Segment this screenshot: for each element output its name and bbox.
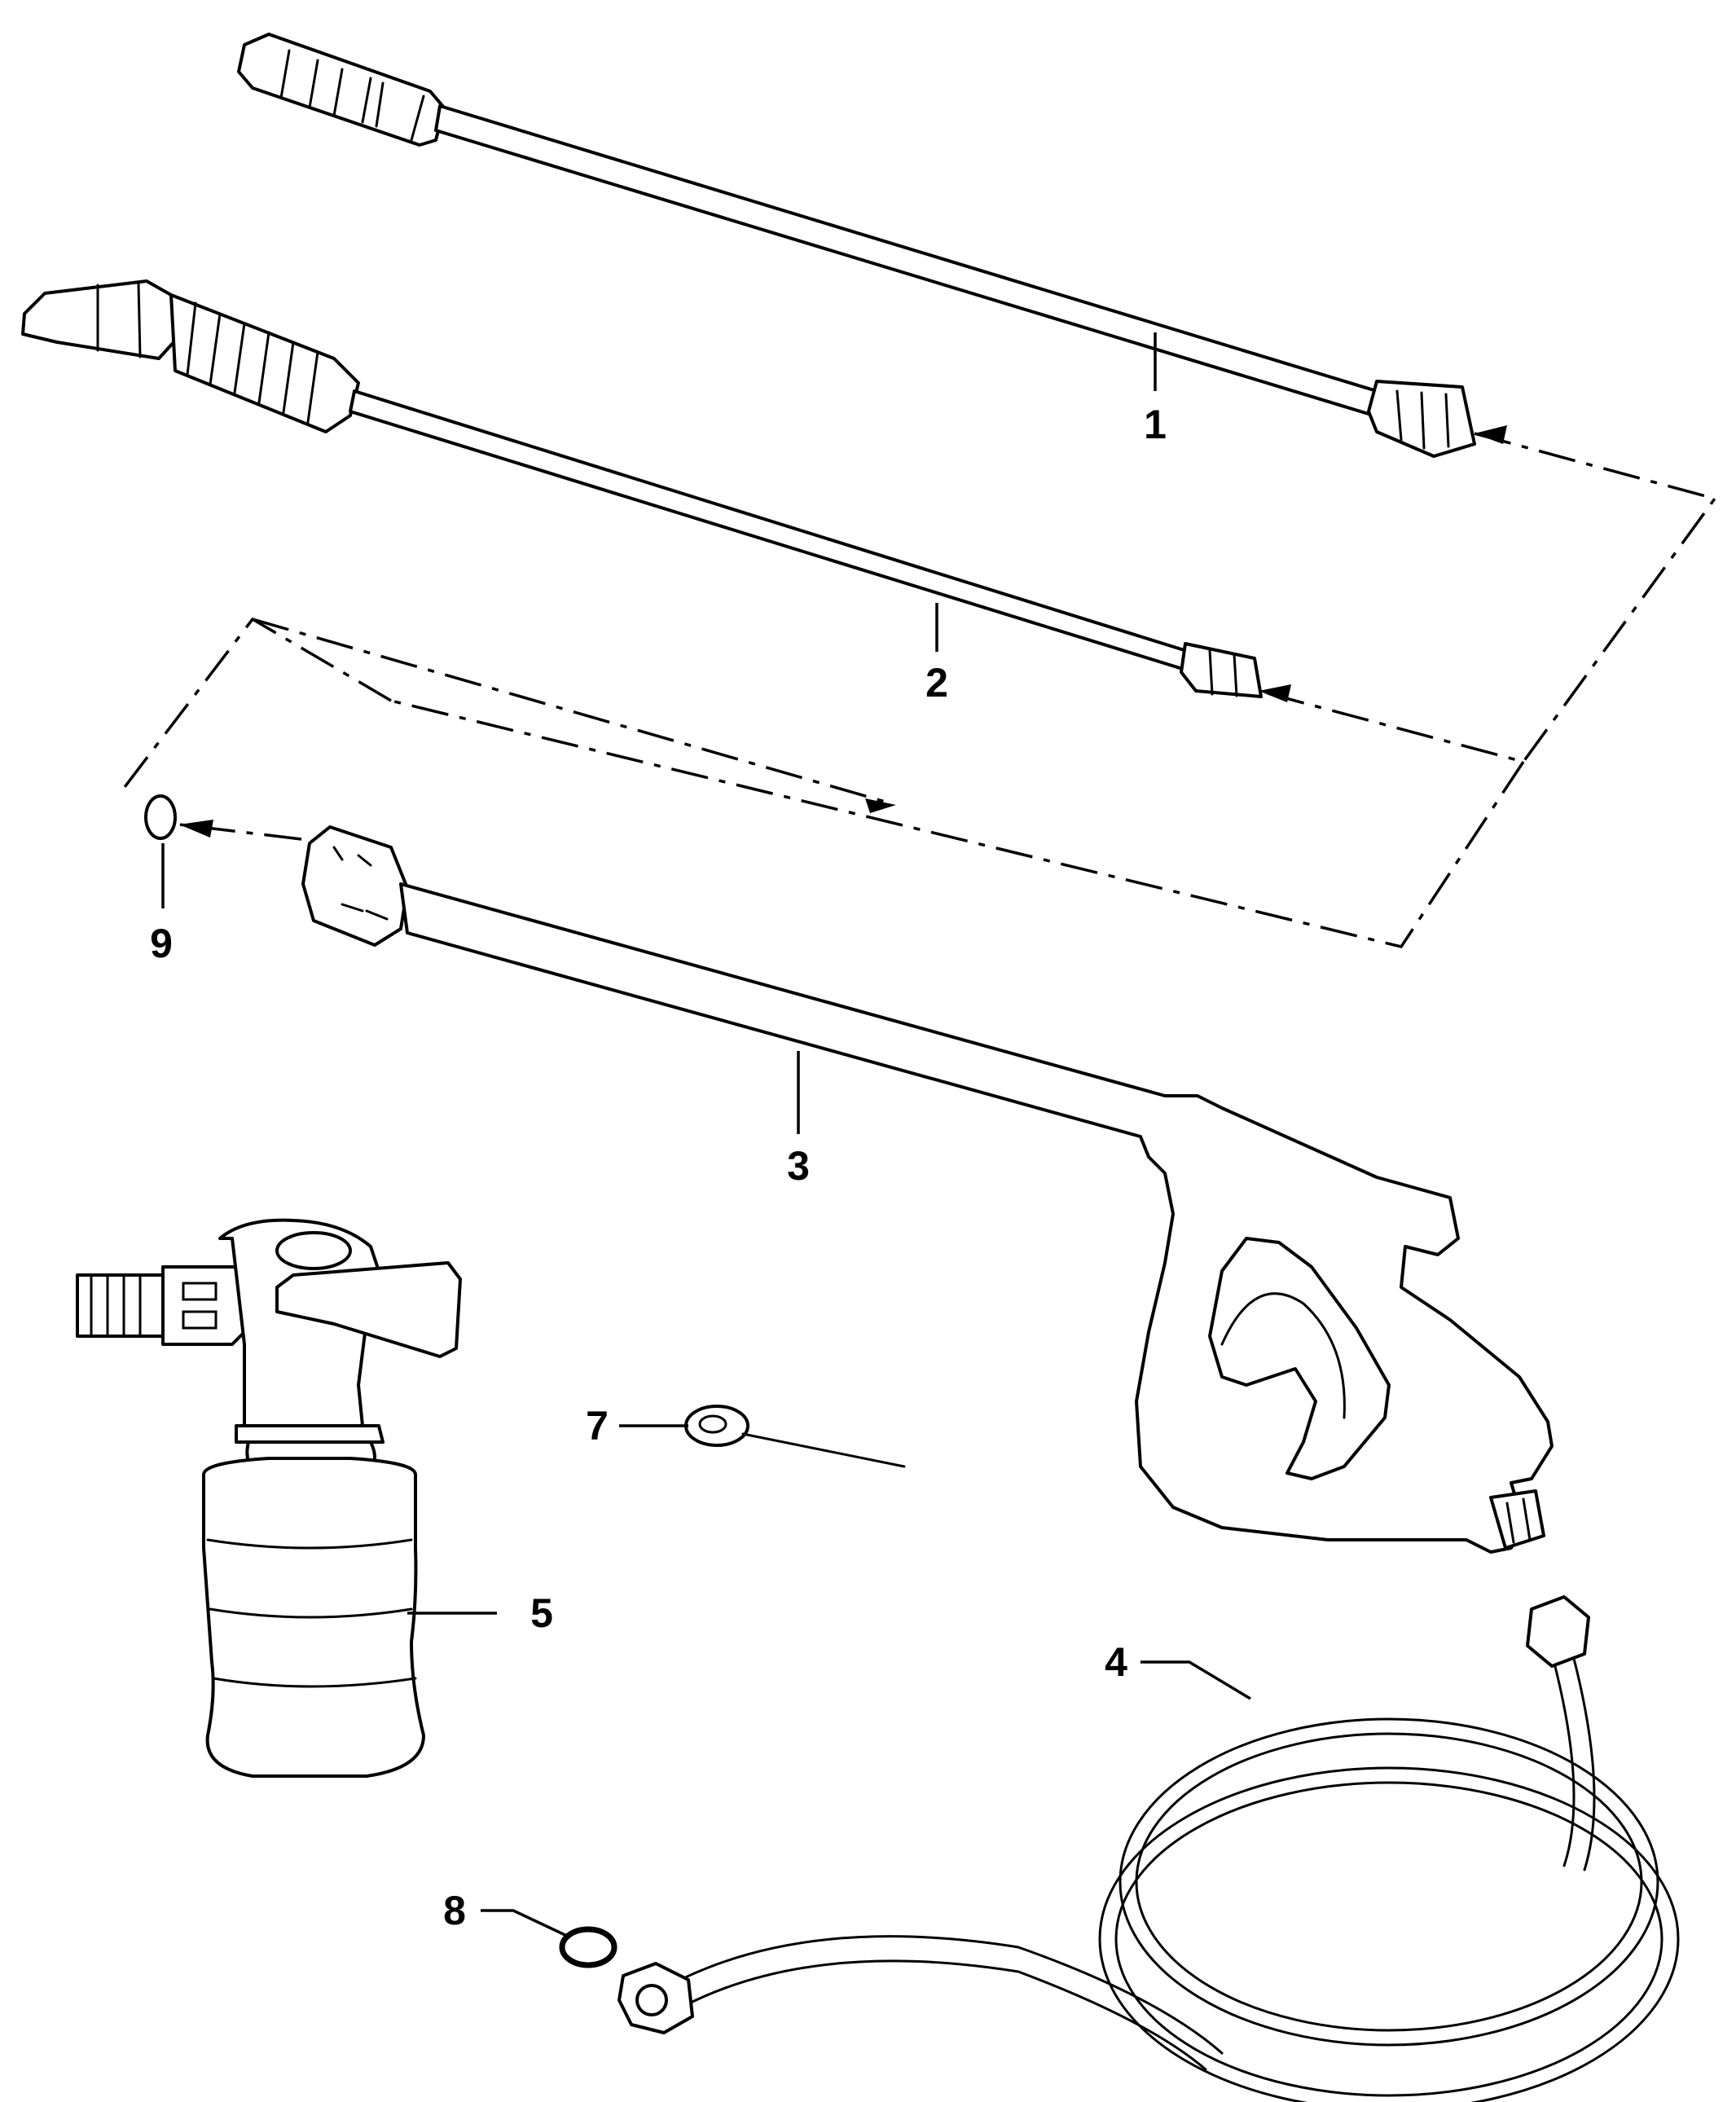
callout-3: 3 <box>787 1143 810 1189</box>
callout-5: 5 <box>530 1590 553 1636</box>
callout-4: 4 <box>1105 1639 1127 1685</box>
part-7-nozzle-cleaning-pin <box>684 1405 906 1468</box>
part-2-lance <box>21 279 1263 698</box>
assembly-lines <box>121 425 1717 948</box>
part-3-spray-gun <box>301 825 1554 1554</box>
part-1-spray-wand <box>237 33 1476 458</box>
part-9-o-ring <box>144 794 177 840</box>
callout-7: 7 <box>586 1403 609 1449</box>
leader-lines <box>161 332 1251 1939</box>
callout-1: 1 <box>1144 402 1167 447</box>
callout-2: 2 <box>925 660 948 706</box>
part-8-o-ring <box>559 1926 617 1968</box>
part-5-detergent-bottle <box>76 1218 462 1778</box>
part-4-hose <box>617 1595 1680 2102</box>
callout-9: 9 <box>150 921 173 966</box>
callout-8: 8 <box>443 1888 466 1933</box>
